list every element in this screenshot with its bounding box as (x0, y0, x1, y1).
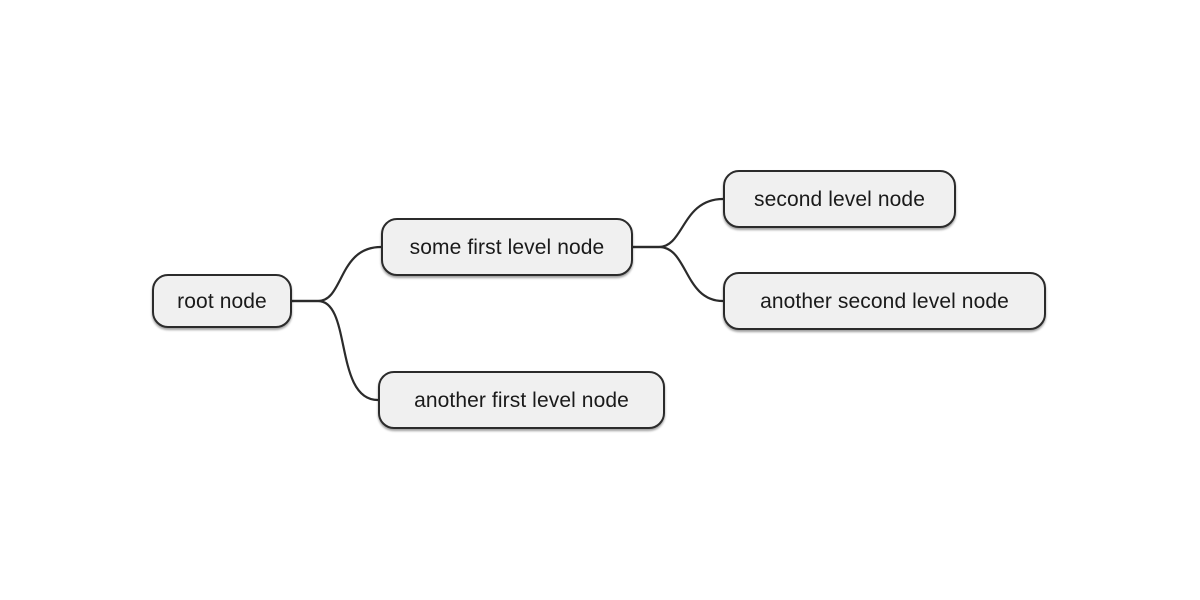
edge-some-first-level-node-to-another-second-level-node (631, 245, 725, 303)
node-root-label: root node (177, 289, 267, 313)
node-second-level-node-label: second level node (754, 187, 925, 211)
node-some-first-level-node[interactable]: some first level node (381, 218, 633, 276)
edge-root-to-another-first-level-node (290, 299, 380, 402)
node-another-second-level-node[interactable]: another second level node (723, 272, 1046, 330)
node-another-first-level-node[interactable]: another first level node (378, 371, 665, 429)
node-some-first-level-node-label: some first level node (409, 235, 605, 259)
edge-root-to-some-first-level-node (290, 245, 383, 303)
edge-some-first-level-node-to-second-level-node (631, 197, 725, 249)
node-second-level-node[interactable]: second level node (723, 170, 956, 228)
node-another-second-level-node-label: another second level node (760, 289, 1009, 313)
node-another-first-level-node-label: another first level node (414, 388, 629, 412)
node-root[interactable]: root node (152, 274, 292, 328)
